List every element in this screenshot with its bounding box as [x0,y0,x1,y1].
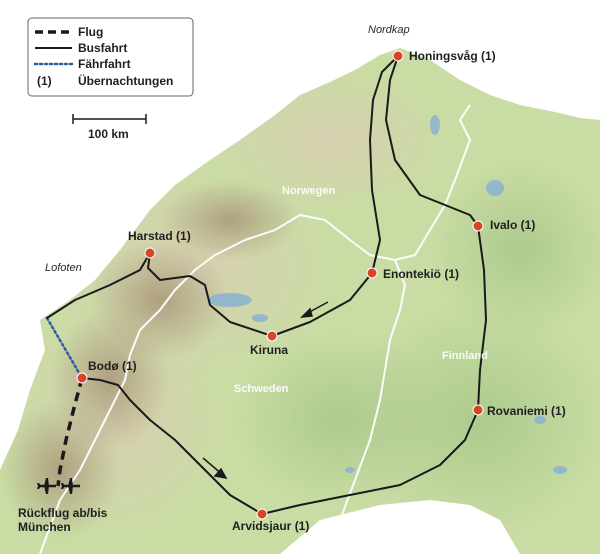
stop-arvidsjaur[interactable] [256,508,268,520]
terrain-shading [0,70,600,540]
place-label-honningsvag: Honingsvåg (1) [409,49,496,63]
legend-bus-label: Busfahrt [78,41,127,55]
legend-flight-label: Flug [78,25,103,39]
lakes [208,115,567,474]
borders [39,104,471,554]
bus-route [46,55,487,515]
place-label-rovaniemi: Rovaniemi (1) [487,404,566,418]
direction-arrows [202,301,329,480]
direction-arrow-west [299,301,329,318]
return-flight-label-line1: Rückflug ab/bis [18,506,108,520]
place-label-arvidsjaur: Arvidsjaur (1) [232,519,309,533]
airplane-icon [61,478,80,494]
place-label-bodo: Bodø (1) [88,359,137,373]
country-label-finland: Finnland [442,350,488,362]
stop-bodo[interactable] [76,372,88,384]
airplane-icon [37,478,56,494]
country-label-sweden: Schweden [234,383,289,395]
gulf-of-bothnia [280,500,520,554]
stops [76,50,484,520]
legend-box [27,17,194,97]
place-label-kiruna: Kiruna [250,343,288,357]
direction-arrow-southeast [202,457,228,480]
scale-bar: 100 km [72,114,147,141]
stop-harstad[interactable] [144,247,156,259]
stop-enontekio[interactable] [366,267,378,279]
airplane-icons [37,478,80,494]
legend-overnight-label: Übernachtungen [78,73,173,88]
scale-label: 100 km [88,127,129,141]
return-flight-label-line2: München [18,520,71,534]
place-label-harstad: Harstad (1) [128,229,191,243]
stop-kiruna[interactable] [266,330,278,342]
legend-overnight-symbol: (1) [37,74,52,88]
stop-honningsvag[interactable] [392,50,404,62]
place-label-nordkap: Nordkap [368,24,410,36]
flight-route [56,377,84,487]
place-label-ivalo: Ivalo (1) [490,218,535,232]
place-label-lofoten: Lofoten [45,262,82,274]
legend: Flug Busfahrt Fährfahrt (1) Übernachtung… [27,17,194,97]
legend-ferry-label: Fährfahrt [78,57,131,71]
stop-ivalo[interactable] [472,220,484,232]
country-label-norway: Norwegen [282,185,335,197]
ferry-route [45,316,84,380]
stop-rovaniemi[interactable] [472,404,484,416]
place-label-enontekio: Enontekiö (1) [383,267,459,281]
